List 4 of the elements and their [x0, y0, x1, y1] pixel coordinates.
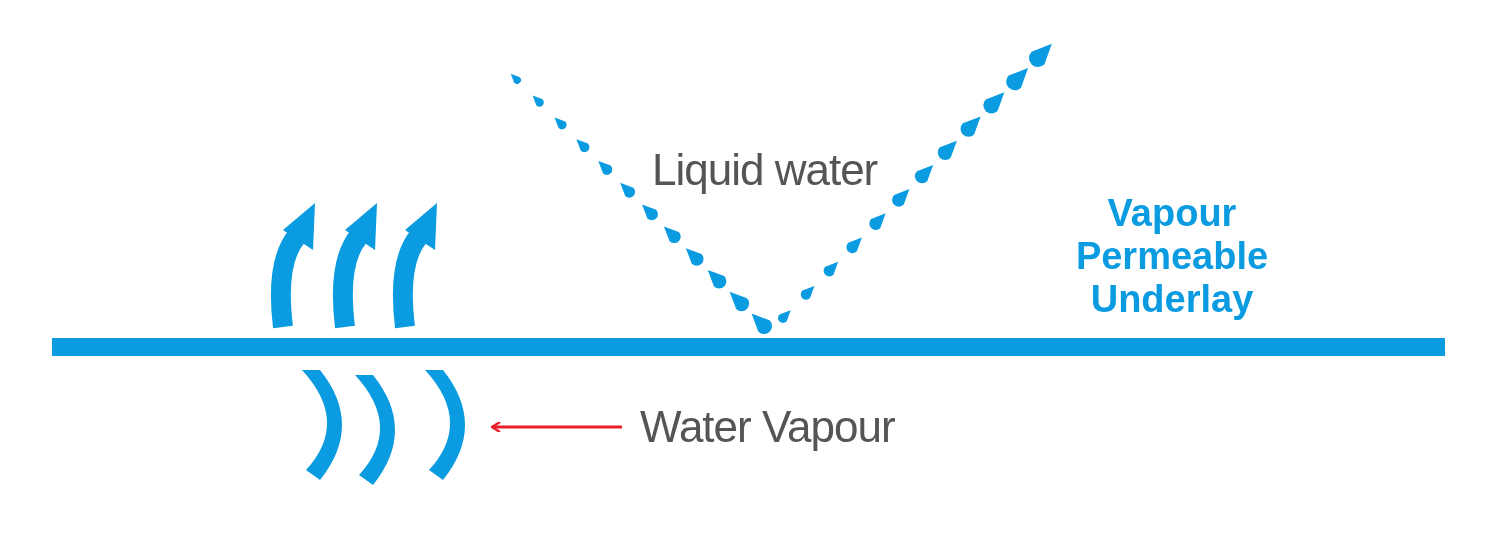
- leader-arrow: [490, 420, 622, 434]
- caption-text: Water Vapour: [640, 405, 895, 449]
- title-label: Vapour Permeable Underlay: [1074, 192, 1270, 321]
- label-text: Liquid water: [652, 148, 878, 192]
